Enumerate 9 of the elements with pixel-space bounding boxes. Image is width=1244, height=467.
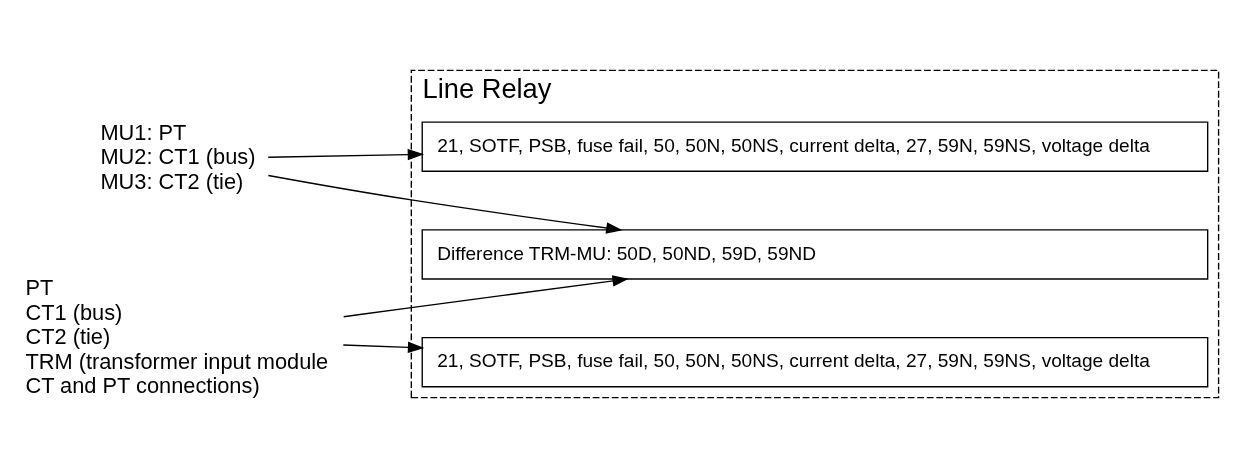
arrow	[267, 174, 623, 234]
arrow	[267, 148, 425, 160]
node-box: 21, SOTF, PSB, fuse fail, 50, 50N, 50NS, current delta, 27, 59N, 59NS, voltage delta	[421, 336, 1209, 387]
node-box: 21, SOTF, PSB, fuse fail, 50, 50N, 50NS, current delta, 27, 59N, 59NS, voltage delta	[421, 121, 1209, 172]
arrow	[342, 341, 425, 353]
node-box: Difference TRM-MU: 50D, 50ND, 59D, 59ND	[421, 228, 1209, 280]
node-text: MU1: PT MU2: CT1 (bus) MU3: CT2 (tie)	[100, 119, 256, 194]
arrow	[343, 274, 629, 317]
node-text: PT CT1 (bus) CT2 (tie) TRM (transformer input module CT and PT connections)	[25, 274, 329, 398]
